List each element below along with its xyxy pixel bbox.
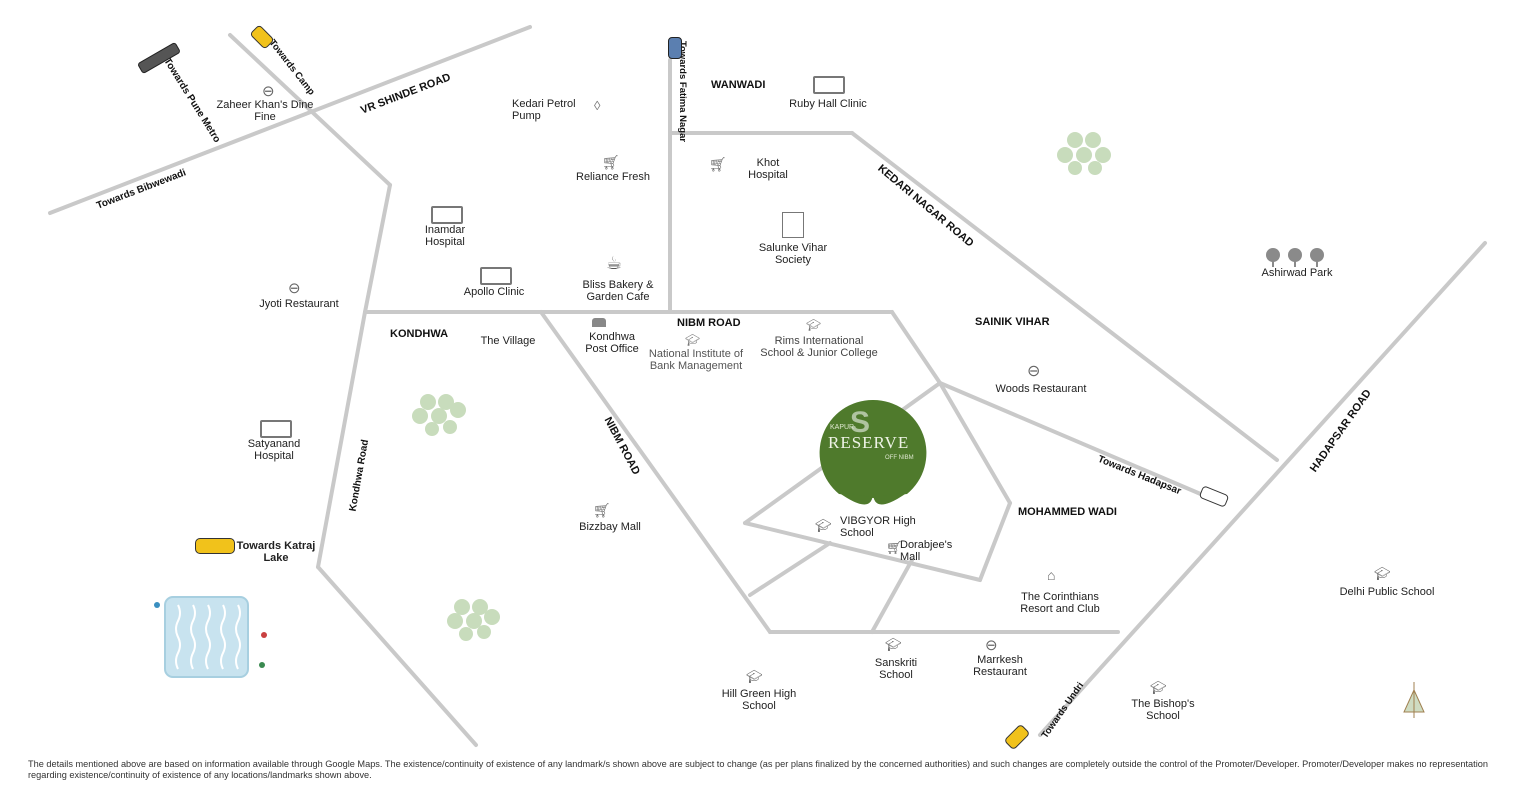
- landmark-marrkesh: Marrkesh Restaurant: [973, 654, 1027, 678]
- landmark-the-village: The Village: [480, 335, 536, 347]
- svg-text:S: S: [850, 406, 870, 439]
- area-mohammed-wadi: MOHAMMED WADI: [1018, 506, 1117, 518]
- coffee-cup-icon: ☕︎: [606, 253, 623, 273]
- pin-project-name: RESERVE: [828, 433, 910, 452]
- graduation-cap-icon: 🎓︎: [815, 518, 832, 533]
- graduation-cap-icon: 🎓︎: [746, 669, 763, 684]
- road-loop-bottom: [743, 521, 982, 582]
- road-hadapsar: [1038, 241, 1487, 737]
- car-icon: [668, 37, 682, 59]
- road-right-top: [890, 310, 942, 385]
- graduation-cap-icon: 🎓︎: [1374, 566, 1391, 581]
- tree-cluster-icon: [447, 599, 500, 641]
- road-loop-right: [938, 381, 1012, 505]
- pin-subtitle: OFF NIBM: [885, 455, 914, 461]
- landmark-salunke: Salunke Vihar Society: [758, 242, 828, 266]
- landmark-zaheer: Zaheer Khan's Dine Fine: [216, 99, 314, 123]
- landmark-nibm-institute: National Institute of Bank Management: [648, 348, 744, 372]
- road-kondhwa: [363, 183, 392, 314]
- road-kedari-nagar: [850, 131, 1279, 462]
- landmark-sanskriti: Sanskriti School: [874, 657, 918, 681]
- landmark-satyanand: Satyanand Hospital: [247, 438, 301, 462]
- area-wanwadi: WANWADI: [711, 79, 766, 91]
- landmark-bizzbay: Bizzbay Mall: [579, 521, 641, 533]
- restaurant-icon: ⊖: [1027, 363, 1041, 380]
- tree-sketch-icon: [1403, 682, 1425, 718]
- landmark-corinthians: The Corinthians Resort and Club: [1020, 591, 1100, 615]
- landmark-bishops: The Bishop's School: [1131, 698, 1195, 722]
- trees-icon: [1266, 248, 1324, 267]
- graduation-cap-icon: 🎓︎: [1150, 680, 1167, 695]
- landmark-vibgyor: VIBGYOR High School: [840, 515, 916, 539]
- landmark-ruby-hall: Ruby Hall Clinic: [789, 98, 867, 110]
- road-inner-1: [748, 541, 832, 597]
- landmark-ashirwad: Ashirwad Park: [1261, 267, 1333, 279]
- restaurant-icon: ⊖: [262, 83, 275, 100]
- pin-brand: KAPUR: [830, 424, 855, 431]
- tree-cluster-icon: [412, 394, 466, 436]
- landmark-jyoti: Jyoti Restaurant: [259, 298, 339, 310]
- landmark-inamdar: Inamdar Hospital: [424, 224, 466, 248]
- landmark-kondhwa-po: Kondhwa Post Office: [585, 331, 639, 355]
- road-kondhwa-south: [316, 310, 367, 569]
- area-kondhwa: KONDHWA: [390, 328, 449, 340]
- graduation-cap-icon: 🎓︎: [806, 318, 822, 332]
- road-hadapsar-link: [938, 381, 1212, 500]
- landmark-delhi-public: Delhi Public School: [1339, 586, 1435, 598]
- restaurant-icon: ⊖: [288, 280, 301, 297]
- landmark-khot: Khot Hospital: [748, 157, 788, 181]
- area-sainik-vihar: SAINIK VIHAR: [975, 316, 1050, 328]
- landmark-woods: Woods Restaurant: [995, 383, 1087, 395]
- landmark-reliance: Reliance Fresh: [576, 171, 650, 183]
- building-icon: [782, 212, 804, 238]
- fuel-drop-icon: ◊: [594, 98, 601, 113]
- shopping-cart-icon: 🛒︎: [602, 154, 620, 170]
- disclaimer-text: The details mentioned above are based on…: [28, 759, 1488, 780]
- landmark-hill-green: Hill Green High School: [721, 688, 797, 712]
- direction-katraj-lake: Towards Katraj Lake: [236, 540, 316, 564]
- palm-resort-icon: ⌂: [1047, 567, 1056, 583]
- graduation-cap-icon: 🎓︎: [885, 637, 902, 652]
- mailbox-icon: [592, 318, 606, 327]
- location-pin[interactable]: S: [819, 399, 927, 505]
- shopping-cart-icon: 🛒︎: [886, 540, 903, 555]
- tree-cluster-icon: [1057, 132, 1111, 175]
- car-icon: [195, 538, 235, 554]
- road-nibm-diagonal: [539, 310, 772, 634]
- landmark-kedari-petrol: Kedari Petrol Pump: [512, 98, 576, 122]
- road-loop-right2: [978, 501, 1012, 582]
- landmark-rims: Rims International School & Junior Colle…: [760, 335, 878, 359]
- hospital-icon: [480, 267, 512, 285]
- landmark-apollo: Apollo Clinic: [463, 286, 525, 298]
- hospital-icon: [260, 420, 292, 438]
- restaurant-icon: ⊖: [985, 637, 998, 654]
- road-inner-2: [870, 558, 914, 634]
- road-kondhwa-katraj: [316, 565, 478, 747]
- graduation-cap-icon: 🎓︎: [685, 333, 701, 347]
- hospital-icon: [813, 76, 845, 94]
- lake-icon: [154, 596, 267, 678]
- road-bibwewadi-camp: [48, 25, 532, 215]
- shopping-cart-icon: 🛒︎: [709, 156, 727, 172]
- road-pune-metro: [228, 33, 392, 187]
- landmark-dorabjee: Dorabjee's Mall: [900, 539, 953, 563]
- road-label-nibm-horizontal: NIBM ROAD: [677, 317, 741, 329]
- shopping-cart-icon: 🛒︎: [593, 502, 611, 518]
- landmark-bliss: Bliss Bakery & Garden Cafe: [582, 279, 654, 303]
- hospital-icon: [431, 206, 463, 224]
